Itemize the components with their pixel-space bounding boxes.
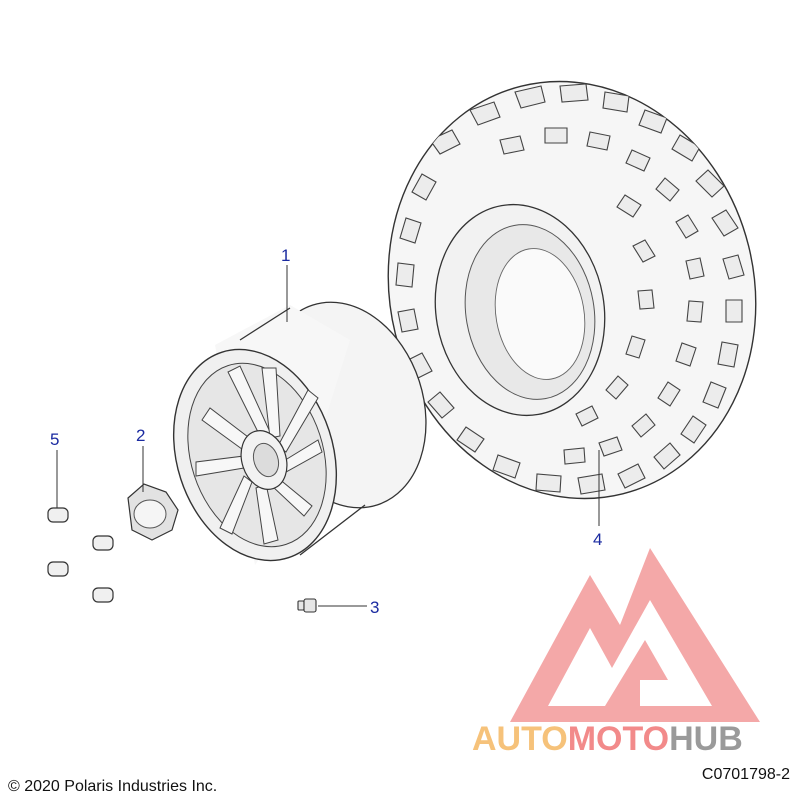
watermark-auto: AUTO [472,720,568,758]
tire [387,80,757,500]
watermark-logo [510,548,760,722]
watermark-hub: HUB [669,720,743,758]
lug-nut [92,587,114,603]
lug-nut [47,561,69,577]
svg-text:AUTOMOTOHUB: AUTOMOTOHUB [472,720,743,758]
copyright-text: © 2020 Polaris Industries Inc. [8,778,218,795]
lug-nut [47,507,69,523]
callout-2: 2 [136,426,145,445]
tire-tread [395,83,745,495]
callout-4: 4 [593,530,602,549]
center-cap [127,483,179,541]
leader-lines [56,265,600,607]
rim-spokes [195,365,323,545]
drawing-code: C0701798-2 [701,766,790,783]
lug-nuts [47,507,114,603]
callout-3: 3 [370,598,379,617]
watermark-wordmark: AUTOMOTOHUB [472,720,743,758]
watermark-moto: MOTO [568,720,669,758]
valve-stem [297,598,317,613]
wheel-rim [172,301,427,565]
callout-5: 5 [50,430,59,449]
lug-nut [92,535,114,551]
callout-1: 1 [281,246,290,265]
